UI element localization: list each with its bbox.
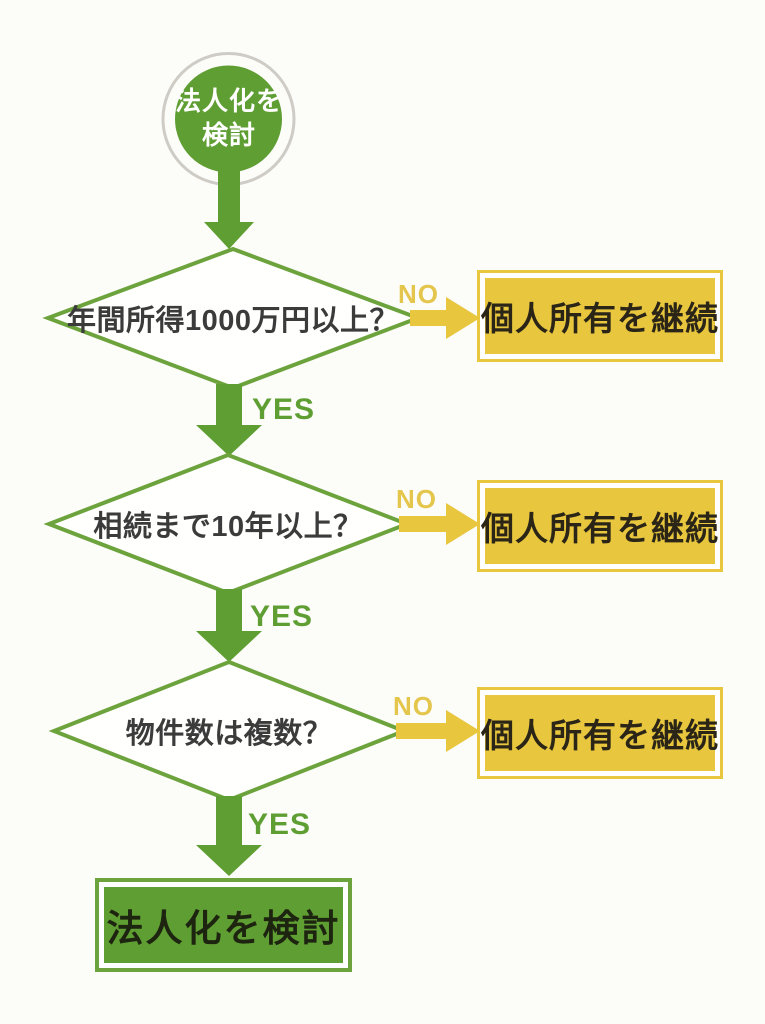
no-result-box-3: 個人所有を継続: [477, 687, 723, 779]
start-node-label: 法人化を 検討: [166, 62, 292, 176]
decision2-question: 相続まで10年以上？: [93, 511, 363, 543]
final-result-box: 法人化を検討: [95, 878, 352, 972]
no-result-label-1: 個人所有を継続: [481, 278, 718, 354]
start-node-label-line1: 法人化を: [174, 86, 283, 117]
no-result-label-3: 個人所有を継続: [481, 695, 718, 771]
yes-label-2: YES: [250, 600, 314, 633]
yes-label-1: YES: [252, 393, 316, 426]
yes-arrow-2: [196, 589, 262, 662]
no-label-1: NO: [398, 279, 439, 309]
final-result-label: 法人化を検討: [104, 887, 343, 963]
no-result-box-2: 個人所有を継続: [477, 480, 723, 572]
arrow-start-to-decision1: [204, 150, 254, 249]
no-result-label-2: 個人所有を継続: [481, 488, 718, 564]
no-label-2: NO: [396, 484, 437, 514]
decision1-question: 年間所得1000万円以上？: [66, 305, 399, 337]
decision3-question: 物件数は複数？: [125, 718, 333, 750]
yes-arrow-1: [196, 384, 262, 456]
yes-label-3: YES: [248, 808, 312, 841]
yes-arrow-3: [196, 796, 262, 876]
no-label-3: NO: [393, 691, 434, 721]
start-node-label-line2: 検討: [201, 120, 256, 150]
no-arrow-3: [396, 710, 480, 752]
no-arrow-2: [399, 503, 480, 545]
no-result-box-1: 個人所有を継続: [477, 270, 723, 362]
no-arrow-1: [410, 297, 480, 339]
start-node-circle: [175, 65, 282, 173]
